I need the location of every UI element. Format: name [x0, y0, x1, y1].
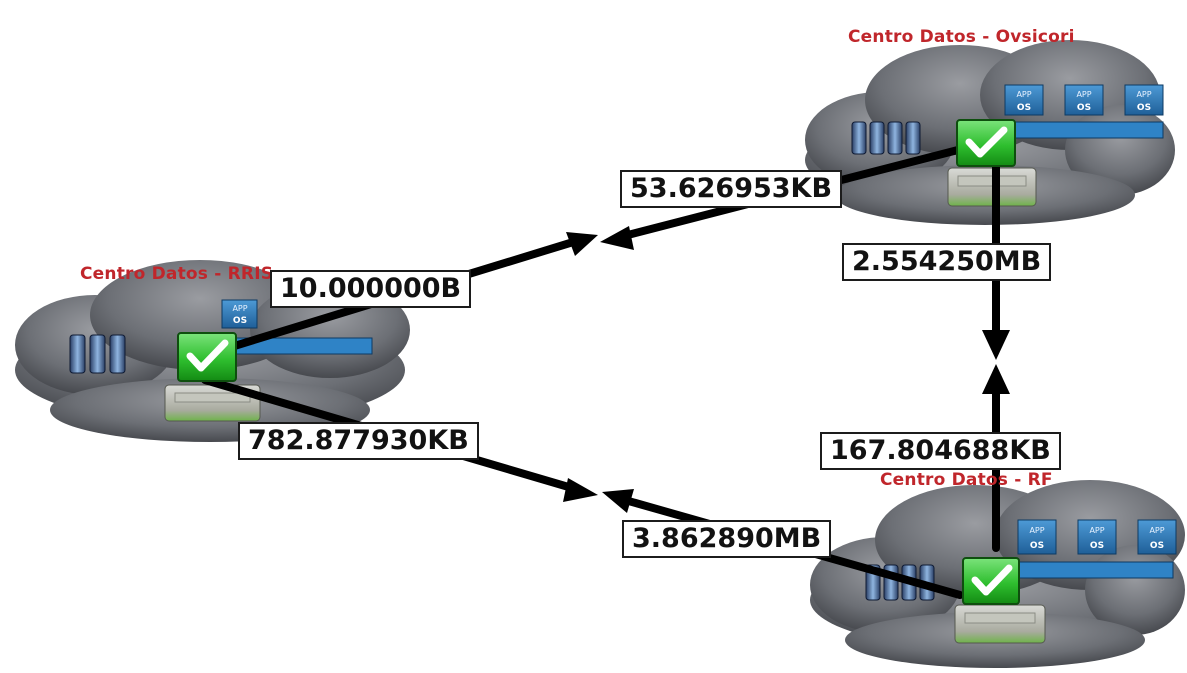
check-icon — [177, 332, 237, 382]
datacenter-ovsicori: APP OS APP OS APP OS — [805, 40, 1175, 225]
traffic-label-rf-to-ovsicori: 167.804688KB — [820, 432, 1061, 470]
arrowhead-rf-to-left — [602, 489, 634, 513]
svg-text:OS: OS — [1150, 541, 1164, 551]
traffic-label-left-to-ovsicori: 10.000000B — [270, 270, 472, 308]
svg-text:APP: APP — [1149, 526, 1164, 535]
vm-tiles: APP OS APP OS APP OS — [1004, 84, 1164, 139]
traffic-label-ovsicori-to-rf: 2.554250MB — [842, 243, 1052, 281]
svg-text:APP: APP — [1089, 526, 1104, 535]
server-rack-icon — [69, 334, 126, 374]
svg-text:OS: OS — [233, 316, 247, 326]
datacenter-title-left: Centro Datos - RRIS — [80, 264, 274, 284]
datacenter-title-rf: Centro Datos - RF — [880, 470, 1053, 490]
traffic-label-ovsicori-to-left: 53.626953KB — [620, 170, 843, 208]
vm-tiles: APP OS — [221, 299, 373, 355]
svg-text:OS: OS — [1090, 541, 1104, 551]
arrowhead-left-to-rf — [563, 478, 598, 502]
svg-text:OS: OS — [1017, 103, 1031, 113]
svg-text:APP: APP — [1029, 526, 1044, 535]
svg-text:APP: APP — [1136, 90, 1151, 99]
network-switch-icon — [954, 604, 1046, 644]
svg-text:APP: APP — [1016, 90, 1031, 99]
check-icon — [956, 119, 1016, 167]
traffic-label-rf-to-left: 3.862890MB — [622, 520, 832, 558]
arrowhead-ovsicori-to-rf — [982, 330, 1010, 360]
arrowhead-left-to-ovsicori — [566, 232, 598, 256]
svg-text:OS: OS — [1030, 541, 1044, 551]
arrowhead-ovsicori-to-left — [600, 226, 634, 250]
vm-tiles: APP OS APP OS APP OS — [1017, 519, 1177, 579]
server-rack-icon — [851, 121, 921, 155]
datacenter-title-ovsicori: Centro Datos - Ovsicori — [848, 27, 1075, 47]
traffic-label-left-to-rf: 782.877930KB — [238, 422, 479, 460]
check-icon — [962, 557, 1020, 605]
svg-text:OS: OS — [1077, 103, 1091, 113]
arrowhead-rf-to-ovsicori — [982, 364, 1010, 394]
svg-text:APP: APP — [232, 304, 247, 313]
svg-text:OS: OS — [1137, 103, 1151, 113]
svg-text:APP: APP — [1076, 90, 1091, 99]
link-arrowheads — [563, 226, 1010, 513]
